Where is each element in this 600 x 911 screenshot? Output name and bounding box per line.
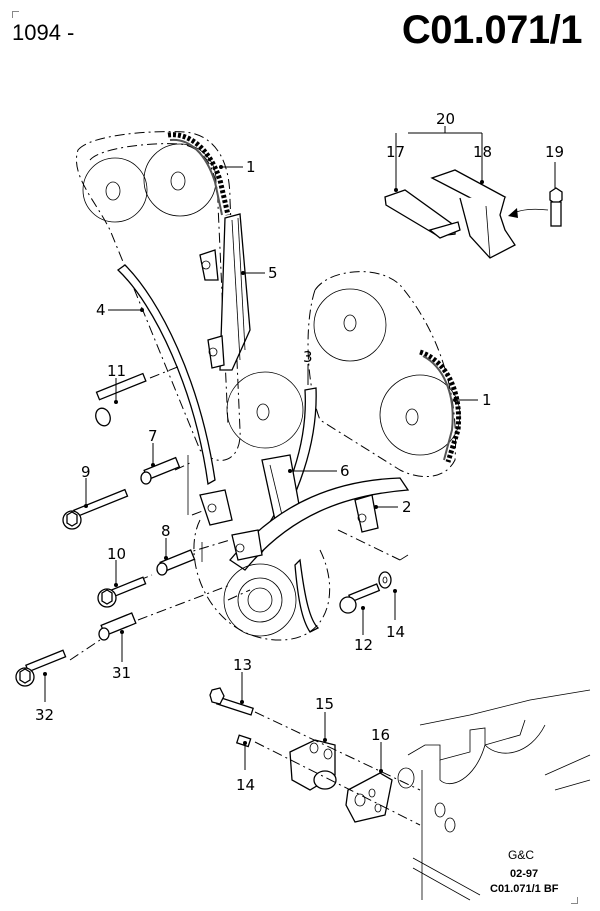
callout-20: 20 (436, 110, 455, 128)
bolt-part-32 (15, 649, 67, 687)
mounting-bracket-center (231, 529, 263, 561)
sleeve-part-8 (156, 549, 196, 576)
bolt-part-11 (95, 372, 147, 427)
callout-3: 3 (303, 348, 313, 366)
footer-reference: C01.071/1 BF (490, 883, 559, 895)
callout-19: 19 (545, 143, 564, 161)
callout-4: 4 (96, 301, 106, 319)
guide-rail-part-5 (199, 213, 251, 371)
right-chain-loop (307, 271, 462, 478)
left-chain-loop (76, 131, 241, 461)
callout-6: 6 (340, 462, 350, 480)
page-number: 1094 - (12, 20, 75, 45)
callout-15: 15 (315, 695, 334, 713)
callout-5: 5 (268, 264, 278, 282)
callout-14-plug: 14 (236, 776, 255, 794)
crank-sprocket (193, 519, 331, 641)
crop-mark-bottom-right (571, 897, 578, 904)
footer-brand: G&C (508, 848, 535, 862)
left-sprocket-1 (82, 157, 148, 223)
gasket-part-16 (345, 772, 393, 823)
plug-part-14 (235, 734, 252, 748)
callout-7: 7 (148, 427, 158, 445)
diagram-code: C01.071/1 (401, 8, 583, 52)
bolt-part-10 (97, 576, 147, 608)
callout-32: 32 (35, 706, 54, 724)
engine-block-section (397, 689, 591, 901)
callout-14-washer: 14 (386, 623, 405, 641)
bracket-part-18 (430, 169, 516, 259)
sleeve-part-7 (140, 456, 181, 485)
callout-1-right: 1 (482, 391, 492, 409)
callout-31: 31 (112, 664, 131, 682)
bracket-part-17 (384, 189, 461, 239)
bolt-part-9 (62, 488, 129, 530)
sleeve-part-31 (98, 612, 137, 641)
bolt-part-19 (549, 187, 563, 227)
callout-18: 18 (473, 143, 492, 161)
callout-13: 13 (233, 656, 252, 674)
crop-mark-top-left (12, 11, 19, 18)
callout-16: 16 (371, 726, 390, 744)
leader-lines (43, 126, 556, 773)
callout-17: 17 (386, 143, 405, 161)
left-sprocket-2 (143, 143, 217, 217)
callout-2: 2 (402, 498, 412, 516)
arrow-icon (508, 208, 518, 218)
footer-date: 02-97 (510, 868, 539, 880)
tensioner-arm-part-4 (116, 264, 216, 486)
bolt-part-13 (209, 687, 254, 716)
callout-8: 8 (161, 522, 171, 540)
right-sprocket-2 (379, 374, 461, 456)
chain-upper-part-1 (167, 132, 231, 216)
callout-11: 11 (107, 362, 126, 380)
right-sprocket-1 (313, 288, 387, 362)
callout-9: 9 (81, 463, 91, 481)
callout-10: 10 (107, 545, 126, 563)
hydraulic-tensioner-part-15 (289, 739, 337, 791)
washer-part-14 (378, 571, 392, 589)
intermediate-sprocket (226, 371, 304, 449)
callout-1-upper: 1 (246, 158, 256, 176)
callout-12: 12 (354, 636, 373, 654)
bolt-part-12 (339, 583, 381, 614)
